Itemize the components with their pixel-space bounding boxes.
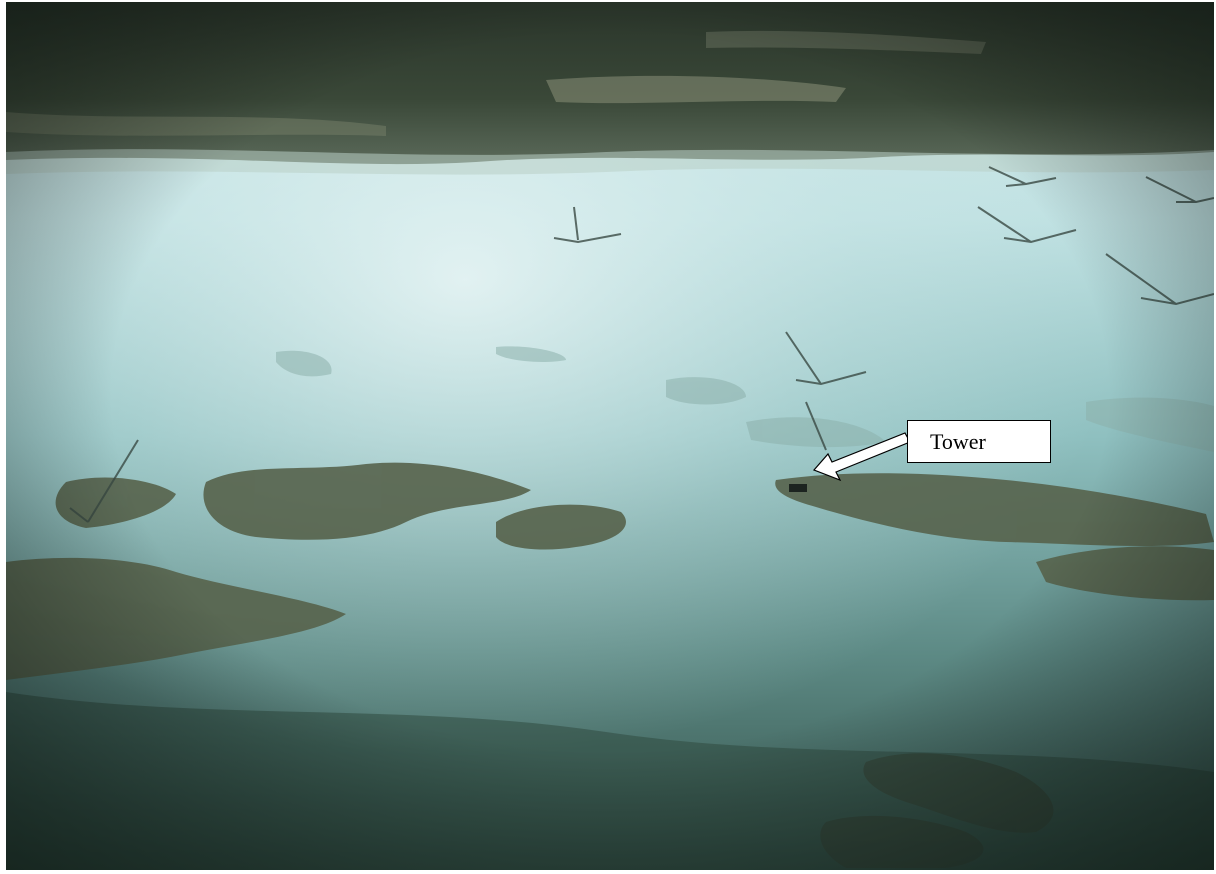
- tower-label: Tower: [930, 428, 986, 454]
- callout-arrow: [812, 432, 911, 482]
- tower-label-box: Tower: [907, 420, 1051, 463]
- arrow-shape: [812, 432, 911, 482]
